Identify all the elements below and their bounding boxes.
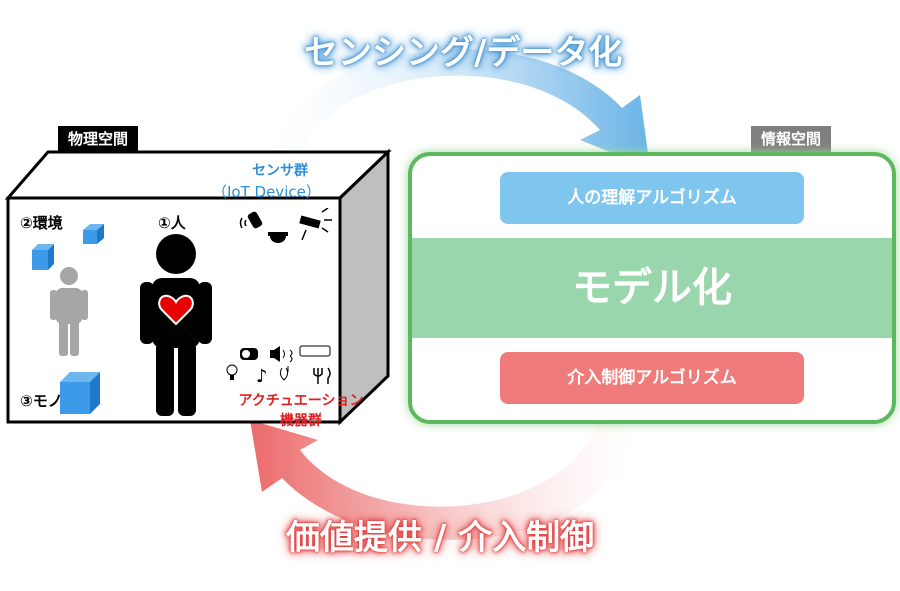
heart-icon xyxy=(158,294,194,326)
actuators-label-line1: アクチュエーション xyxy=(238,393,364,409)
wearable-sensor-icon xyxy=(239,211,263,229)
sensor-icons xyxy=(239,208,332,243)
utensils-icon xyxy=(313,367,331,384)
speaker-icon xyxy=(270,346,285,362)
info-space-box: 人の理解アルゴリズム モデル化 介入制御アルゴリズム xyxy=(408,152,896,424)
environment-label: ②環境 xyxy=(20,214,63,232)
svg-text:♪: ♪ xyxy=(256,366,268,387)
actuators-label: アクチュエーション 機器群 xyxy=(236,390,366,430)
environment-cubes xyxy=(32,224,104,270)
thing-cube xyxy=(60,372,100,414)
physical-space-label: 物理空間 xyxy=(58,126,139,152)
person-label: ①人 xyxy=(158,214,186,232)
music-note-icon: ♪ xyxy=(256,366,268,387)
person-icon xyxy=(140,234,212,416)
sensors-label: センサ群 xyxy=(252,163,308,179)
top-flow-title: センシング/データ化 xyxy=(304,33,623,73)
understanding-algorithm-box: 人の理解アルゴリズム xyxy=(500,172,804,224)
bottom-flow-title: 価値提供 / 介入制御 xyxy=(286,518,595,558)
gray-person-icon xyxy=(50,267,88,356)
projector-icon xyxy=(240,348,258,360)
aroma-icon xyxy=(279,366,289,381)
info-space-label: 情報空間 xyxy=(751,126,832,152)
actuator-icons: ♪ xyxy=(226,345,331,387)
air-conditioner-icon xyxy=(289,345,331,363)
thing-label: ③モノ xyxy=(20,392,63,410)
camera-dome-icon xyxy=(268,232,288,243)
light-bulb-icon xyxy=(226,364,238,380)
actuators-label-line2: 機器群 xyxy=(280,413,322,429)
top-arc-arrow xyxy=(268,49,650,168)
bottom-arc-arrow xyxy=(250,410,640,540)
security-camera-icon xyxy=(299,208,332,241)
intervention-algorithm-box: 介入制御アルゴリズム xyxy=(500,352,804,404)
sensors-sublabel: （IoT Device） xyxy=(212,183,321,201)
modeling-band: モデル化 xyxy=(412,238,892,338)
